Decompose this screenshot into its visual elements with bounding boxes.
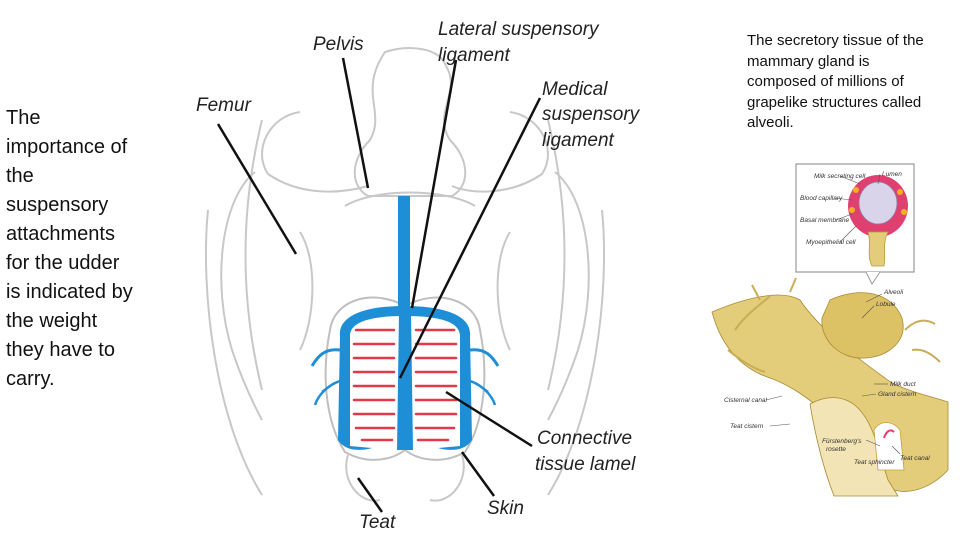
label-connective-1: Connective (537, 428, 632, 449)
pointer-lines (216, 57, 542, 513)
label-lumen: Lumen (882, 171, 902, 178)
label-gland-cistern: Gland cistern (878, 391, 917, 398)
label-teat-sphincter: Teat sphincter (854, 459, 895, 466)
label-milk-cell: Milk secreting cell (814, 173, 866, 180)
alveolus-lumen (858, 181, 898, 225)
label-lateral-ligament-1: Lateral suspensory (438, 19, 600, 40)
alveoli-diagram: Milk secreting cell Lumen Blood capillar… (711, 163, 949, 497)
udder-weight-text: The importance of the suspensory attachm… (6, 107, 133, 390)
label-medical-ligament-2: suspensory (542, 104, 641, 125)
label-capillary: Blood capillary (800, 195, 843, 202)
label-teat-canal: Teat canal (900, 455, 930, 462)
alveoli-description-text: The secretory tissue of the mammary glan… (747, 32, 924, 131)
label-alveoli: Alveoli (883, 289, 904, 296)
label-medical-ligament-1: Medical (542, 79, 608, 100)
label-furstenberg-2: rosette (826, 446, 846, 453)
label-furstenberg-1: Fürstenberg's (822, 438, 862, 445)
label-milk-duct: Milk duct (890, 381, 917, 388)
label-connective-2: tissue lamel (535, 454, 636, 475)
gland-tissue (711, 292, 949, 497)
label-cisternal-canal: Cisternal canal (724, 397, 768, 404)
udder-diagram: Pelvis Lateral suspensory ligament Medic… (196, 19, 641, 533)
label-teat-cistern: Teat cistern (730, 423, 764, 430)
label-lateral-ligament-2: ligament (438, 45, 511, 66)
label-femur: Femur (196, 95, 252, 116)
gland-branches (727, 277, 941, 373)
connective-lamellae (352, 328, 458, 442)
label-myoepithelial: Myoepithelial cell (806, 239, 856, 246)
label-skin: Skin (487, 498, 524, 519)
label-teat: Teat (359, 512, 396, 533)
suspensory-ligament (310, 196, 500, 450)
label-lobule: Lobule (876, 301, 896, 308)
label-basal: Basal membrane (800, 217, 850, 224)
label-pelvis: Pelvis (313, 34, 364, 55)
label-medical-ligament-3: ligament (542, 130, 615, 151)
